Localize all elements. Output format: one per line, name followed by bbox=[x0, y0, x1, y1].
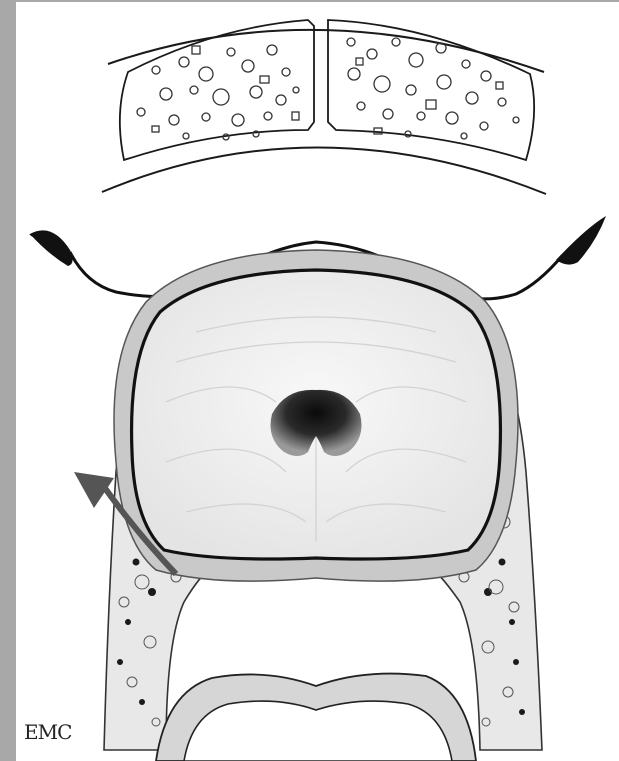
left-ligament-tip bbox=[30, 230, 73, 266]
rectal-wall-inner bbox=[184, 701, 452, 761]
outer-arc-bottom bbox=[102, 147, 546, 194]
signature-emc: EMC bbox=[24, 720, 71, 744]
right-ligament-tip bbox=[556, 216, 606, 265]
rectum bbox=[156, 674, 476, 761]
bone-texture-left bbox=[137, 45, 299, 140]
anatomical-diagram bbox=[16, 2, 619, 761]
bone-texture-right bbox=[347, 38, 519, 139]
pubic-symphysis bbox=[102, 20, 546, 194]
illustration-panel: EMC bbox=[16, 2, 619, 761]
